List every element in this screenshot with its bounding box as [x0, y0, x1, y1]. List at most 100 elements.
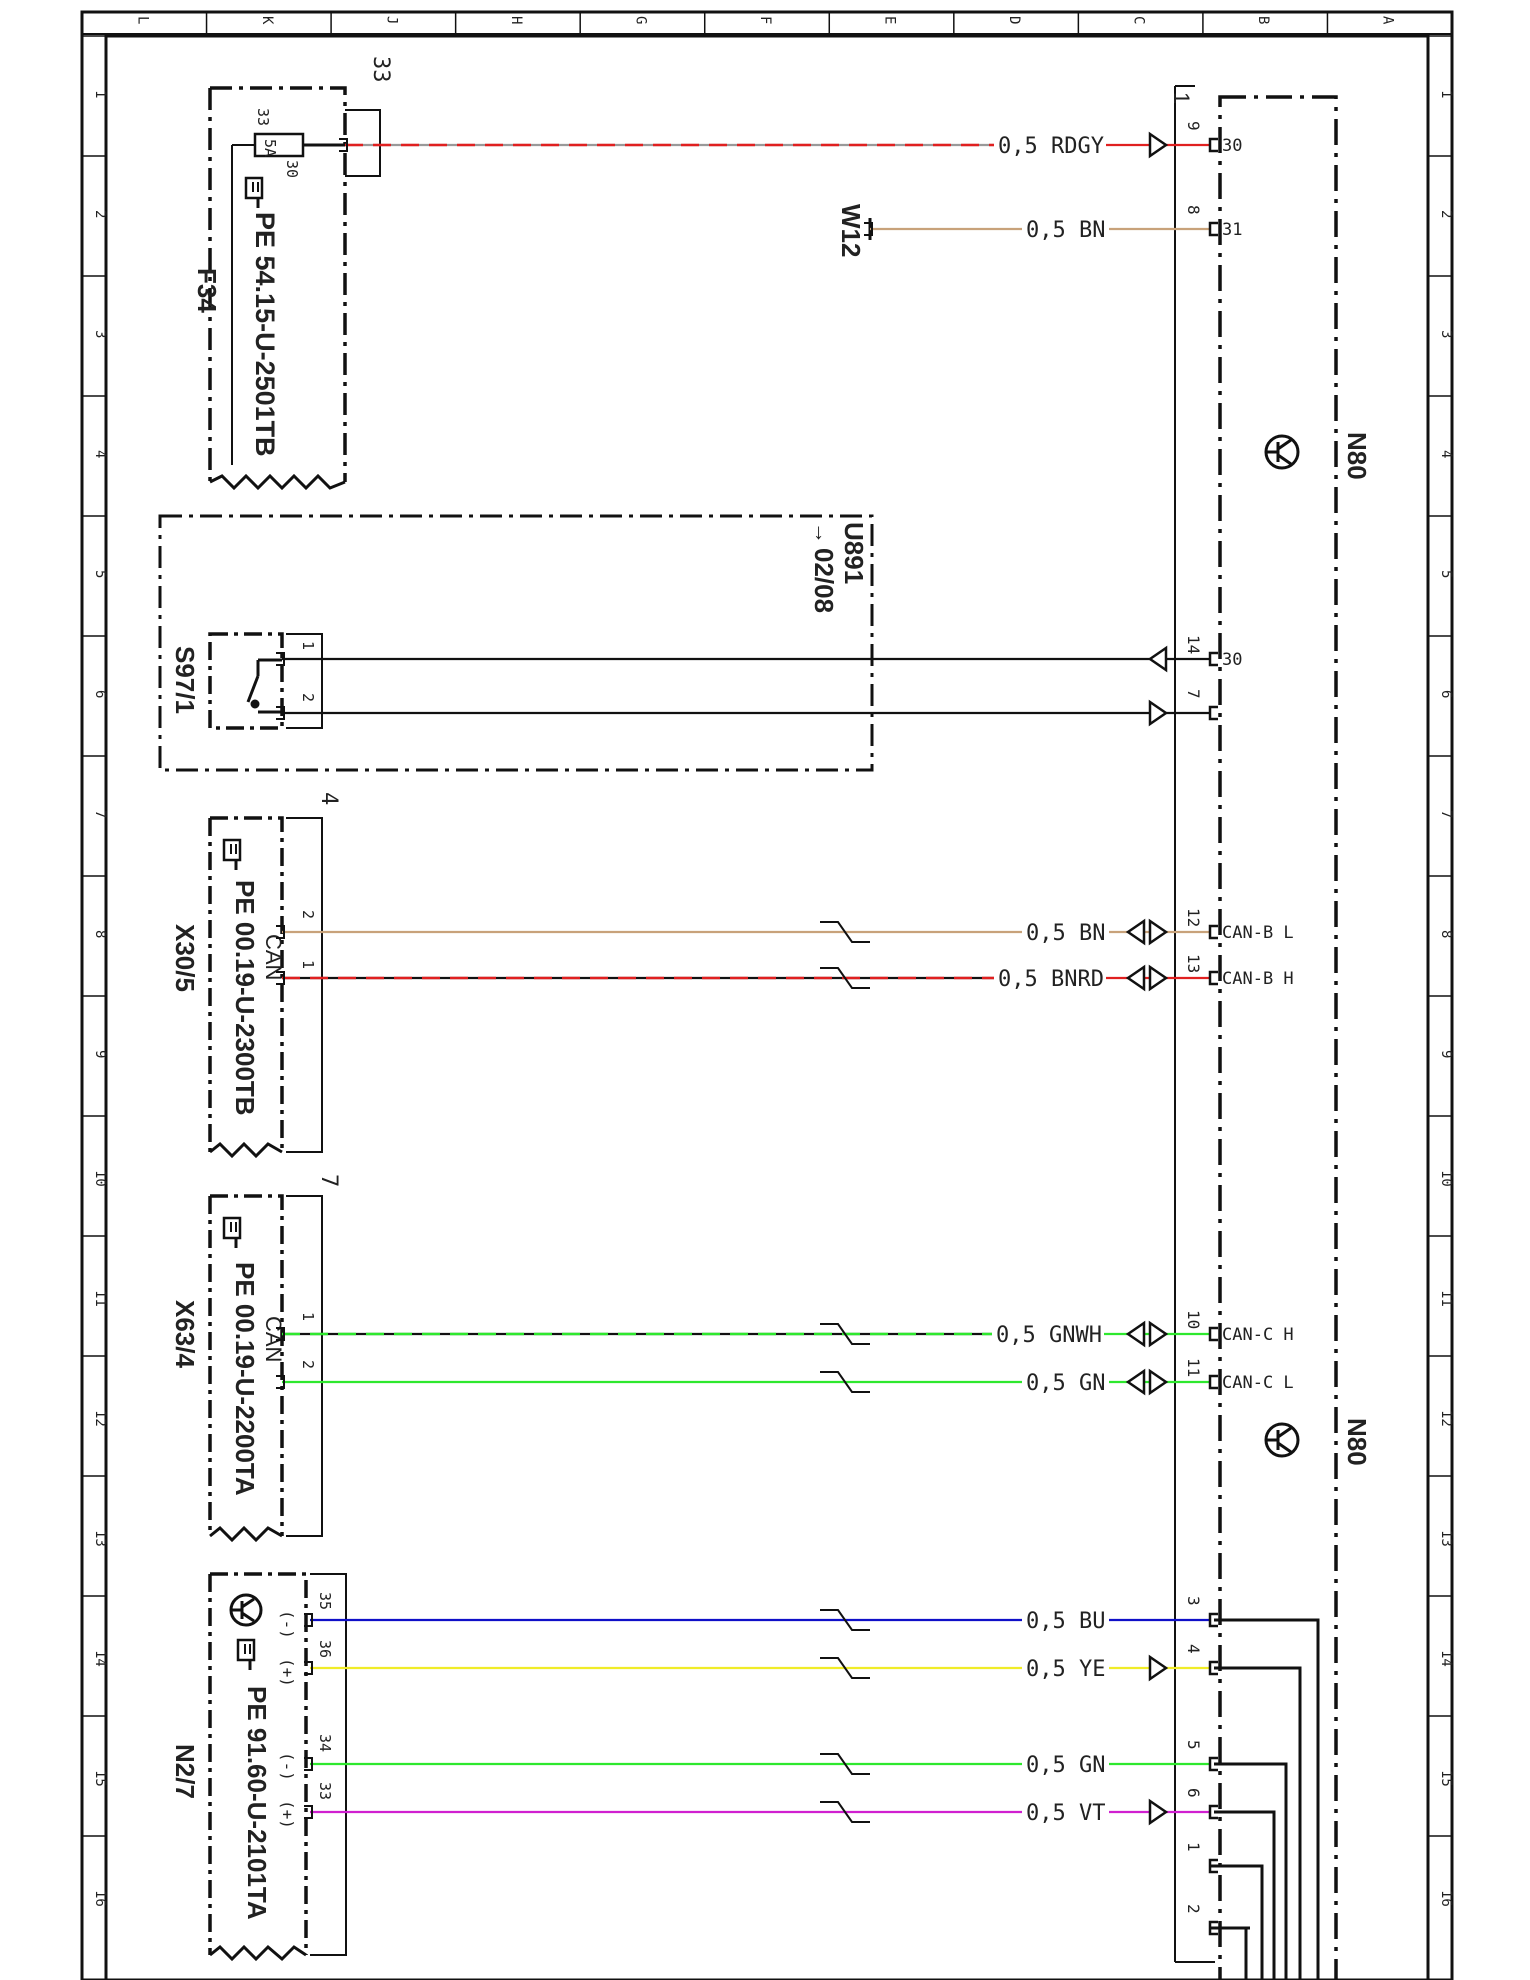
- row-label: 2: [92, 210, 108, 218]
- wire-label: 0,5 GNWH: [996, 1323, 1102, 1348]
- fuse-pin-30: 30: [283, 160, 301, 178]
- x30-5-connector: 4 2 1 PE 00.19-U-2300TB CAN X30/5: [170, 792, 341, 1159]
- column-label: E: [882, 16, 898, 24]
- wire-label: 0,5 BNRD: [998, 967, 1104, 992]
- n80-marker: 1: [1169, 92, 1194, 104]
- signal-label: CAN-B H: [1222, 969, 1294, 989]
- hand-pointer-icon: [236, 1638, 256, 1670]
- row-dividers: [82, 35, 1452, 1837]
- x30-5-reference: PE 00.19-U-2300TB: [230, 880, 260, 1116]
- pin-number: 2: [1184, 1904, 1203, 1914]
- wire-label: 0,5 GN: [1026, 1753, 1105, 1778]
- row-label: 8: [92, 930, 108, 938]
- wire-label: 0,5 BN: [1026, 921, 1105, 946]
- row-label: 3: [1438, 330, 1454, 338]
- pin-number: 5: [1184, 1740, 1203, 1750]
- row-label: 8: [1438, 930, 1454, 938]
- hand-pointer-icon: [244, 176, 264, 208]
- wire-label: 0,5 GN: [1026, 1371, 1105, 1396]
- fuse-rating: 5A: [261, 139, 279, 157]
- pin-number: 13: [1184, 954, 1203, 973]
- x30-5-marker: 4: [316, 792, 341, 805]
- pin-number: 12: [1184, 908, 1203, 927]
- wire-5: 0,5 GN 5: [304, 1740, 1218, 1778]
- pin-number: 11: [1184, 1358, 1203, 1377]
- row-label: 9: [92, 1050, 108, 1058]
- n2-7-polarity-3: (-): [278, 1752, 297, 1781]
- row-label: 4: [1438, 450, 1454, 458]
- column-label: C: [1131, 16, 1147, 24]
- signal-label: 30: [1222, 650, 1242, 670]
- column-dividers: [205, 12, 1329, 34]
- row-label: 14: [1438, 1650, 1454, 1667]
- row-label: 12: [1438, 1410, 1454, 1427]
- transistor-icon: [1264, 434, 1300, 470]
- pin-number: 6: [1184, 1788, 1203, 1798]
- column-label: J: [383, 16, 399, 24]
- signal-label: CAN-C L: [1222, 1373, 1294, 1393]
- f34-fuse-block: 5A 33 30 33 F34 PE 54.15-U-2501TB: [192, 56, 393, 491]
- wire-label: 0,5 BN: [1026, 218, 1105, 243]
- row-label: 1: [1438, 90, 1454, 98]
- x30-5-pin1: 1: [299, 960, 317, 969]
- column-label: G: [632, 16, 648, 24]
- x30-5-can-label: CAN: [261, 934, 286, 980]
- switch-icon: [246, 658, 282, 714]
- n2-7-pin-35: 35: [316, 1592, 334, 1610]
- row-label: 11: [1438, 1290, 1454, 1307]
- pin-number: 1: [1184, 1842, 1203, 1852]
- hand-pointer-icon: [222, 1216, 242, 1248]
- transistor-icon: [229, 1593, 263, 1627]
- x30-5-pin2: 2: [299, 910, 317, 919]
- row-label: 7: [92, 810, 108, 818]
- f34-marker: 33: [368, 56, 393, 83]
- row-label: 10: [1438, 1170, 1454, 1187]
- s97-1-pin2: 2: [299, 693, 317, 702]
- column-label: K: [259, 16, 275, 25]
- transistor-icon: [1264, 1422, 1300, 1458]
- w12-ground: W12: [836, 204, 872, 257]
- n2-7-polarity-2: (+): [278, 1658, 297, 1687]
- column-label: L: [134, 16, 150, 24]
- pin-number: 7: [1184, 689, 1203, 699]
- s97-1-designation: S97/1: [170, 646, 200, 714]
- wire-3: 0,5 BU 3: [304, 1596, 1218, 1634]
- row-label: 9: [1438, 1050, 1454, 1058]
- x63-4-reference: PE 00.19-U-2200TA: [230, 1262, 260, 1496]
- row-label: 11: [92, 1290, 108, 1307]
- x63-4-marker: 7: [316, 1174, 341, 1187]
- wire-label: 0,5 RDGY: [998, 134, 1104, 159]
- wire-4: 0,5 YE4: [304, 1644, 1218, 1682]
- row-label: 3: [92, 330, 108, 338]
- n80-module: 1 N80 N80: [1169, 85, 1372, 1980]
- f34-designation: F34: [192, 268, 222, 313]
- signal-label: CAN-C H: [1222, 1325, 1294, 1345]
- u891-reference: 02/08: [809, 548, 839, 613]
- x63-4-designation: X63/4: [170, 1300, 200, 1368]
- column-label: H: [508, 16, 524, 24]
- x30-5-designation: X30/5: [170, 924, 200, 992]
- x63-4-pin2: 2: [299, 1360, 317, 1369]
- pin-number: 3: [1184, 1596, 1203, 1606]
- row-label: 15: [1438, 1770, 1454, 1787]
- row-label: 6: [92, 690, 108, 698]
- n2-7-pin-33: 33: [316, 1782, 334, 1800]
- n2-7-reference: PE 91.60-U-2101TA: [242, 1686, 272, 1920]
- n2-7-polarity-1: (-): [278, 1610, 297, 1639]
- signal-label: 31: [1222, 220, 1242, 240]
- row-label: 16: [92, 1890, 108, 1907]
- u891-block: U891 → 02/08 1 2 S97/1: [158, 514, 874, 772]
- wire-label: 0,5 BU: [1026, 1609, 1105, 1634]
- row-label: 10: [92, 1170, 108, 1187]
- n2-7-pin-34: 34: [316, 1734, 334, 1752]
- n80-label-top: N80: [1342, 432, 1372, 480]
- u891-label: U891: [839, 522, 869, 584]
- column-label: F: [757, 16, 773, 24]
